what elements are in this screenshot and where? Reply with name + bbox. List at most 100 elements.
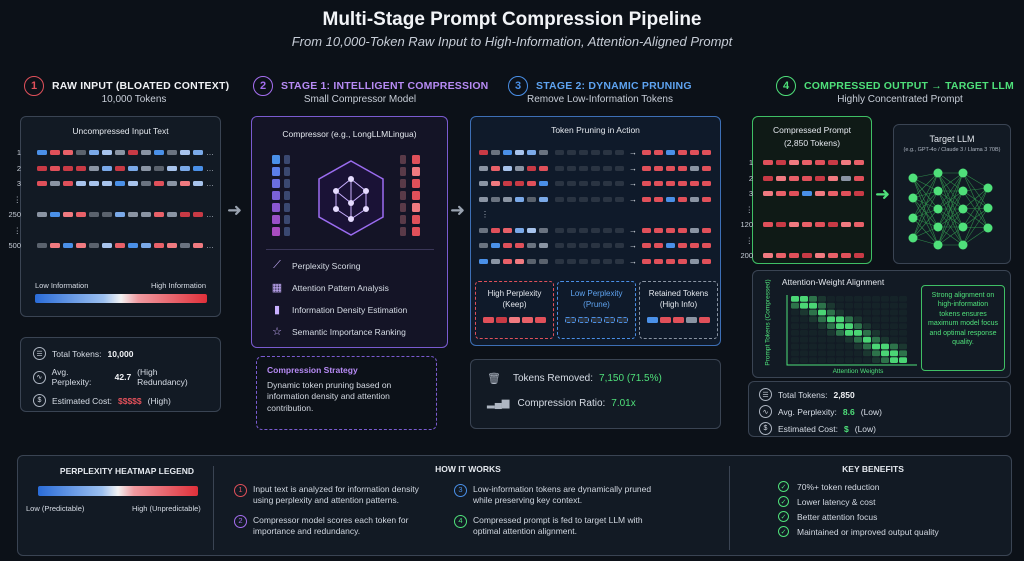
token (515, 165, 524, 171)
feature-label: Attention Pattern Analysis (292, 282, 389, 293)
network-node (958, 168, 968, 178)
heatmap-cell (854, 336, 862, 343)
compressor-input-token (272, 191, 280, 200)
token (491, 227, 500, 233)
compressor-output-token (412, 227, 420, 236)
benefit-label: 70%+ token reduction (797, 481, 880, 492)
row-number: 200 (740, 251, 753, 261)
token (527, 165, 536, 171)
attention-alignment-panel: Attention-Weight Alignment Prompt Tokens… (752, 270, 1011, 378)
token (815, 222, 825, 228)
compressor-input-token (284, 203, 290, 212)
compressed-row: 1 (739, 155, 864, 171)
heatmap-cell (890, 323, 898, 329)
token (115, 181, 125, 187)
retained-token (690, 196, 699, 202)
network-edge (962, 172, 989, 189)
legend-low-label: Low (Predictable) (26, 504, 85, 513)
network-edge (962, 207, 989, 228)
tokens-removed-label: Tokens Removed: (512, 373, 594, 384)
pruning-category-box: Low Perplexity(Prune) (557, 281, 636, 339)
stage-1-header: 1 RAW INPUT (BLOATED CONTEXT) (24, 76, 229, 96)
heatmap-cell (818, 302, 826, 309)
token-row: ⋮ (7, 223, 214, 239)
heatmap-cell (791, 343, 799, 350)
token (76, 181, 86, 187)
compressed-row: 2 (739, 171, 864, 187)
heatmap-cell (899, 350, 907, 357)
heatmap-cell (800, 343, 808, 350)
retained-token (666, 150, 675, 156)
alignment-ylabel: Prompt Tokens (Compressed) (764, 279, 772, 366)
stage-1-number: 1 (24, 76, 44, 96)
token (115, 165, 125, 171)
token (102, 165, 112, 171)
retained-token (702, 227, 711, 233)
heatmap-cell (800, 336, 808, 343)
token (76, 150, 86, 156)
retained-token (666, 227, 675, 233)
heatmap-cell (881, 343, 889, 350)
heatmap-cell (836, 357, 844, 363)
token-row: 250… (7, 207, 214, 223)
token (503, 227, 512, 233)
network-edge (912, 190, 939, 219)
retained-token (642, 165, 651, 171)
network-node (908, 213, 918, 223)
pruning-category-box: High Perplexity(Keep) (475, 281, 554, 339)
token (841, 222, 851, 228)
arrow-right-icon: ➜ (450, 200, 466, 220)
token (828, 222, 838, 228)
pruned-token (567, 243, 576, 249)
network-node (958, 240, 968, 250)
heatmap-cell (800, 330, 808, 336)
pruned-token (567, 196, 576, 202)
compressed-prompt-title: Compressed Prompt (773, 125, 851, 135)
neural-network-icon (908, 168, 993, 250)
token (154, 165, 164, 171)
retained-token (654, 165, 663, 171)
heatmap-cell (854, 302, 862, 309)
retained-token (654, 196, 663, 202)
retained-token (654, 227, 663, 233)
target-llm-title: Target LLM (929, 134, 975, 144)
footer-panel: PERPLEXITY HEATMAP LEGEND Low (Predictab… (17, 455, 1012, 556)
token (699, 317, 710, 323)
heatmap-cell (809, 336, 817, 343)
token (37, 165, 47, 171)
heatmap-cell (890, 336, 898, 343)
heatmap-cell (845, 316, 853, 323)
pruned-token (555, 243, 564, 249)
heatmap-cell (827, 323, 835, 329)
token (63, 181, 73, 187)
token (491, 150, 500, 156)
token (141, 181, 151, 187)
pulse-icon: ∿ (759, 405, 772, 418)
pruning-category-boxes: High Perplexity(Keep)Low Perplexity(Prun… (475, 281, 718, 339)
stat-row: $Estimated Cost:$$$$$(High) (33, 394, 208, 407)
token (167, 165, 177, 171)
retained-token (702, 150, 711, 156)
retained-token (642, 150, 651, 156)
token (854, 191, 864, 197)
dollar-icon: $ (759, 422, 772, 435)
token (841, 191, 851, 197)
heatmap-cell (872, 343, 880, 350)
key-benefits-list: ✓70%+ token reduction✓Lower latency & co… (778, 481, 939, 537)
stage-3-header: 3 STAGE 2: DYNAMIC PRUNING (508, 76, 692, 96)
stat-extra: (Low) (854, 423, 876, 434)
row-number: ⋮ (745, 235, 754, 245)
token-row: 1… (7, 145, 214, 161)
pruned-token (555, 227, 564, 233)
network-node (958, 204, 968, 214)
heatmap-cell (854, 330, 862, 336)
retained-token (678, 243, 687, 249)
ellipsis: … (206, 241, 214, 251)
check-icon: ✓ (778, 481, 789, 492)
arrow-right-icon: → (629, 194, 637, 204)
heatmap-cell (899, 302, 907, 309)
compressor-panel: Compressor (e.g., LongLLMLingua) ⟋Perple… (251, 116, 448, 348)
pruned-token (567, 165, 576, 171)
token (815, 175, 825, 181)
